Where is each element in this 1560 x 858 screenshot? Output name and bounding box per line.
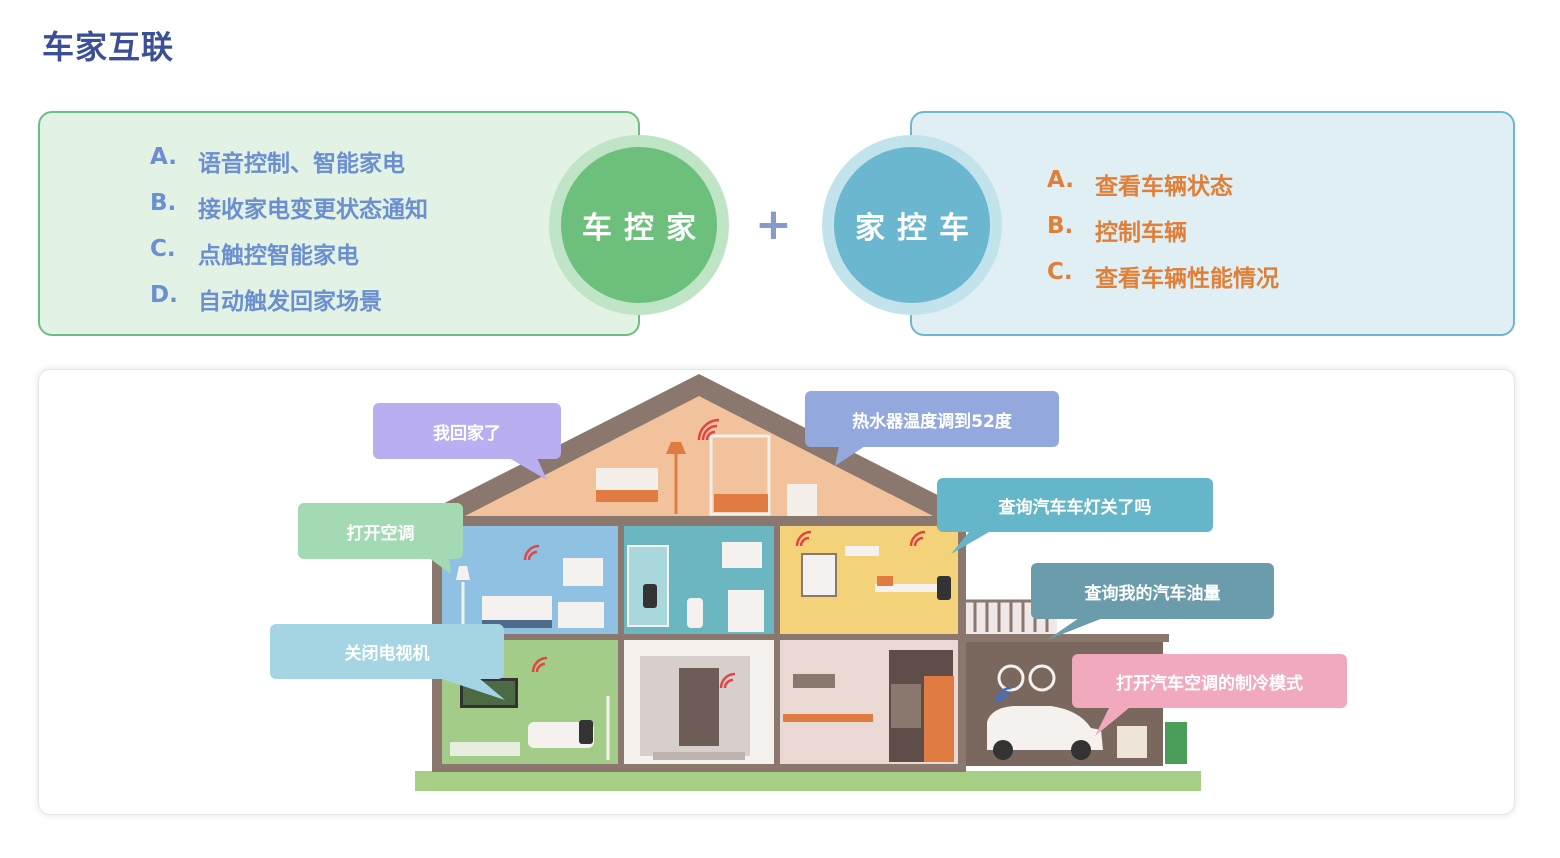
list-item: A. 查看车辆状态: [1047, 167, 1279, 213]
car-controls-home-list: A. 语音控制、智能家电 B. 接收家电变更状态通知 C. 点触控智能家电 D. 自动触…: [150, 144, 428, 328]
bedroom-lamp-shade: [456, 566, 470, 580]
study-desk: [875, 584, 945, 592]
item-text: 点触控智能家电: [198, 243, 359, 269]
item-text: 查看车辆状态: [1095, 174, 1233, 200]
car-wheel-back: [1071, 740, 1091, 760]
page-title: 车家互联: [42, 28, 175, 66]
item-letter: B.: [1047, 213, 1074, 239]
plus-sign: +: [755, 199, 792, 250]
drawer: [787, 484, 817, 516]
item-letter: A.: [1047, 167, 1074, 193]
list-item: D. 自动触发回家场景: [150, 282, 428, 328]
toilet: [687, 598, 703, 628]
bubble-tail-heater: [835, 446, 865, 466]
bubble-ac: 打开空调: [298, 503, 463, 559]
item-letter: C.: [1047, 259, 1073, 285]
oven: [891, 684, 921, 728]
picture-frame: [563, 558, 603, 586]
bubble-tail-home: [509, 458, 547, 480]
item-text: 查看车辆性能情况: [1095, 266, 1279, 292]
car: [987, 706, 1103, 750]
front-door: [679, 668, 719, 746]
item-letter: C.: [150, 236, 176, 262]
smart-speaker-3: [579, 720, 593, 744]
list-item: B. 接收家电变更状态通知: [150, 190, 428, 236]
list-item: B. 控制车辆: [1047, 213, 1279, 259]
list-item: C. 点触控智能家电: [150, 236, 428, 282]
bubble-fuel: 查询我的汽车油量: [1031, 563, 1274, 619]
tv-stand: [450, 742, 520, 756]
car-wifi-icon: [995, 686, 1012, 703]
bubble-car-ac: 打开汽车空调的制冷模式: [1072, 654, 1347, 708]
bike-wheel-front: [997, 664, 1025, 692]
list-item: A. 语音控制、智能家电: [150, 144, 428, 190]
house-illustration: [415, 374, 1201, 791]
bubble-home: 我回家了: [373, 403, 561, 459]
item-text: 控制车辆: [1095, 220, 1187, 246]
trash-bin: [1165, 722, 1187, 764]
car-controls-home-circle: 车控家: [561, 147, 717, 303]
storage-box: [1117, 726, 1147, 758]
list-item: C. 查看车辆性能情况: [1047, 259, 1279, 305]
item-text: 自动触发回家场景: [198, 289, 382, 315]
car-controls-home-panel: [38, 111, 640, 336]
smart-home-scene: 我回家了 热水器温度调到52度 打开空调 查询汽车车灯关了吗 查询我的汽车油量 …: [38, 369, 1515, 815]
water-heater: [801, 553, 837, 597]
lawn: [415, 771, 1201, 791]
desk-item: [877, 576, 893, 586]
item-letter: B.: [150, 190, 177, 216]
item-letter: A.: [150, 144, 177, 170]
smart-speaker: [643, 584, 657, 608]
car-wheel-front: [993, 740, 1013, 760]
desk: [714, 494, 768, 512]
lamp-shade: [666, 442, 686, 454]
home-controls-car-list: A. 查看车辆状态 B. 控制车辆 C. 查看车辆性能情况: [1047, 167, 1279, 305]
kitchen-counter: [783, 714, 873, 722]
bubble-tail-car-light: [951, 532, 989, 554]
bubble-tv: 关闭电视机: [270, 624, 504, 679]
bubble-car-light: 查询汽车车灯关了吗: [937, 478, 1213, 532]
range-hood: [793, 674, 835, 688]
bubble-tail-tv: [439, 678, 505, 700]
bike-wheel-back: [1028, 664, 1056, 692]
item-letter: D.: [150, 282, 178, 308]
bubble-tail-ac: [429, 558, 451, 574]
garage-roof: [960, 634, 1169, 642]
bubble-tail-fuel: [1047, 618, 1103, 640]
item-text: 语音控制、智能家电: [198, 151, 405, 177]
wifi-icons: [523, 418, 926, 689]
home-controls-car-panel: [910, 111, 1515, 336]
doormat: [653, 752, 745, 760]
item-text: 接收家电变更状态通知: [198, 197, 428, 223]
bubble-tail-car-ac: [1095, 708, 1129, 736]
smart-speaker-2: [937, 576, 951, 600]
bathroom-mirror: [722, 542, 762, 568]
air-conditioner: [845, 546, 879, 556]
sofa: [528, 722, 594, 748]
sofa-cushion: [596, 490, 658, 502]
home-controls-car-circle: 家控车: [834, 147, 990, 303]
bookshelf: [709, 434, 771, 516]
bubble-heater: 热水器温度调到52度: [805, 391, 1059, 447]
bed-base: [482, 620, 552, 628]
dresser: [558, 602, 604, 628]
refrigerator: [924, 676, 954, 762]
sink-cabinet: [728, 590, 764, 632]
